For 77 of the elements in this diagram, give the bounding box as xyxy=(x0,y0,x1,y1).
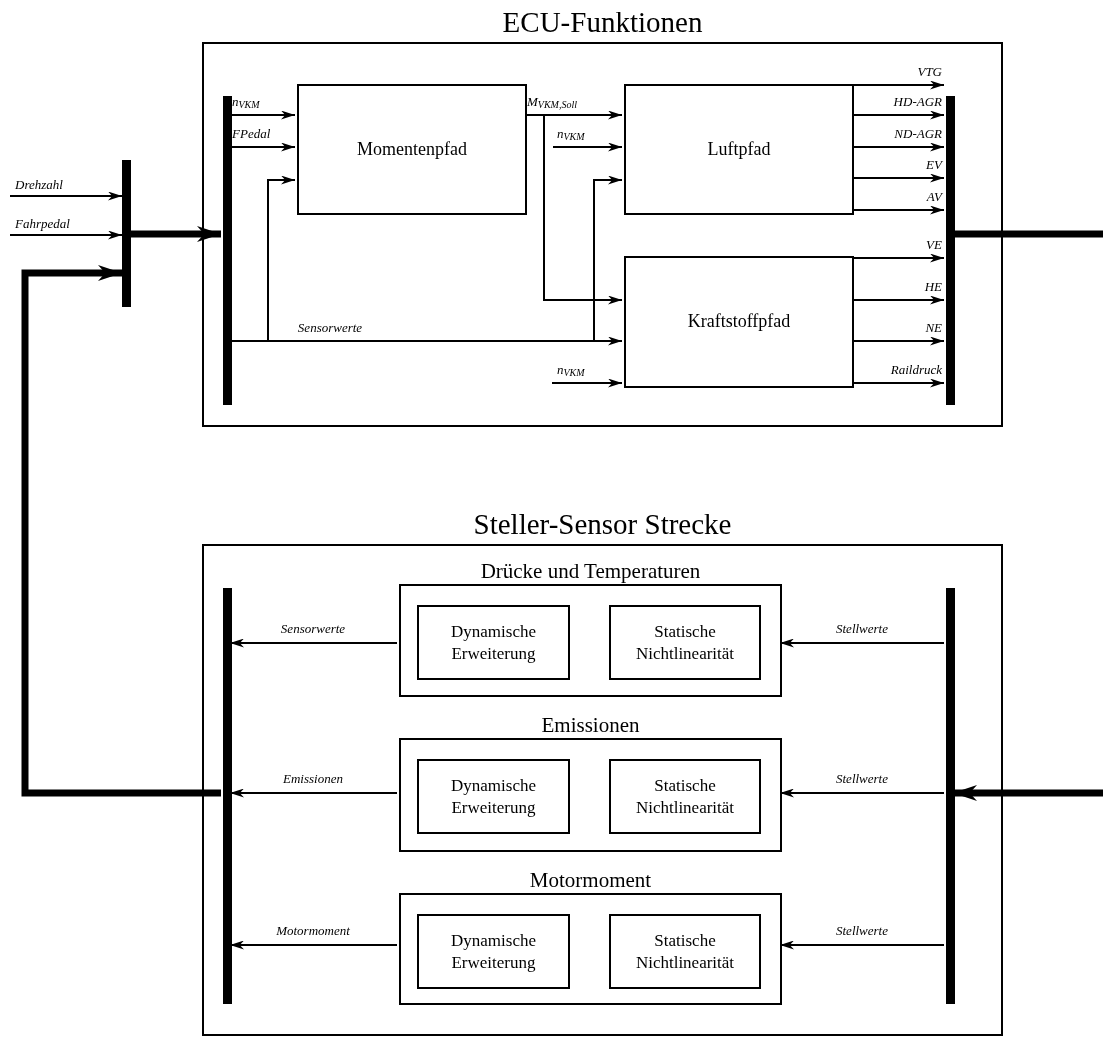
signal-label: n$_{VKM}$ xyxy=(557,363,585,377)
function-block xyxy=(624,84,854,215)
signal-label: NE xyxy=(925,321,942,335)
block-label: Momentenpfad xyxy=(357,138,467,161)
block-label: Statische Nichtlinearität xyxy=(634,930,736,973)
arrow xyxy=(229,142,296,152)
block-label: Dynamische Erweiterung xyxy=(450,775,537,818)
signal-label: Stellwerte xyxy=(836,772,888,786)
bus-bar xyxy=(946,96,955,405)
arrow xyxy=(851,378,945,388)
signal-label: Motormoment xyxy=(276,924,350,938)
signal-label: Drehzahl xyxy=(15,178,63,192)
arrow xyxy=(851,205,945,215)
signal-label: Stellwerte xyxy=(836,924,888,938)
bus-bar xyxy=(223,588,232,1004)
signal-label: ND-AGR xyxy=(894,127,942,141)
arrow xyxy=(229,638,398,648)
arrow xyxy=(229,788,398,798)
section-title: Motormoment xyxy=(528,868,653,893)
signal-label: Raildruck xyxy=(890,363,942,377)
arrow xyxy=(851,295,945,305)
function-block xyxy=(417,605,570,680)
arrow xyxy=(851,110,945,120)
arrow xyxy=(551,378,623,388)
signal-label: VE xyxy=(926,238,942,252)
signal-label: Emissionen xyxy=(283,772,343,786)
bus-bar xyxy=(946,588,955,1004)
arrow xyxy=(851,336,945,346)
arrow xyxy=(779,638,945,648)
section-title: ECU-Funktionen xyxy=(501,6,704,39)
function-block xyxy=(609,605,761,680)
section-title: Emissionen xyxy=(540,713,641,738)
signal-label: VTG xyxy=(917,65,942,79)
block-label: Statische Nichtlinearität xyxy=(634,621,736,664)
signal-label: Sensorwerte xyxy=(280,622,346,636)
section-title: Drücke und Temperaturen xyxy=(479,559,702,584)
arrow xyxy=(524,114,623,305)
arrow xyxy=(779,788,945,798)
block-label: Dynamische Erweiterung xyxy=(450,930,537,973)
signal-label: n$_{VKM}$ xyxy=(232,95,260,109)
arrow xyxy=(953,785,1103,801)
bus-bar xyxy=(122,160,131,307)
block-label: Statische Nichtlinearität xyxy=(634,775,736,818)
function-block xyxy=(609,759,761,834)
signal-label: EV xyxy=(926,158,942,172)
arrow xyxy=(131,226,221,242)
signal-label: AV xyxy=(926,190,942,204)
signal-label: FPedal xyxy=(232,127,271,141)
connector-line xyxy=(953,230,1103,238)
function-block xyxy=(417,914,570,989)
signal-label: HD-AGR xyxy=(893,95,942,109)
signal-label: n$_{VKM}$ xyxy=(557,127,585,141)
bus-bar xyxy=(223,96,232,405)
function-block xyxy=(297,84,527,215)
arrow xyxy=(851,142,945,152)
signal-label: Stellwerte xyxy=(836,622,888,636)
block-label: Luftpfad xyxy=(707,138,771,161)
signal-label: Sensorwerte xyxy=(297,321,363,335)
block-label: Dynamische Erweiterung xyxy=(450,621,537,664)
function-block xyxy=(624,256,854,388)
arrow xyxy=(851,253,945,263)
signal-label: HE xyxy=(924,280,942,294)
arrow xyxy=(779,940,945,950)
section-title: Steller-Sensor Strecke xyxy=(472,508,733,541)
arrow xyxy=(9,191,123,201)
block-label: Kraftstoffpfad xyxy=(687,311,791,333)
function-block xyxy=(417,759,570,834)
arrow xyxy=(229,940,398,950)
arrow xyxy=(229,110,296,120)
arrow xyxy=(552,142,623,152)
arrow xyxy=(851,173,945,183)
arrow xyxy=(9,230,123,240)
signal-label: Fahrpedal xyxy=(15,217,70,231)
function-block xyxy=(609,914,761,989)
arrow xyxy=(851,80,945,90)
arrow xyxy=(21,265,221,797)
signal-label: M$_{VKM,Soll}$ xyxy=(527,95,577,109)
